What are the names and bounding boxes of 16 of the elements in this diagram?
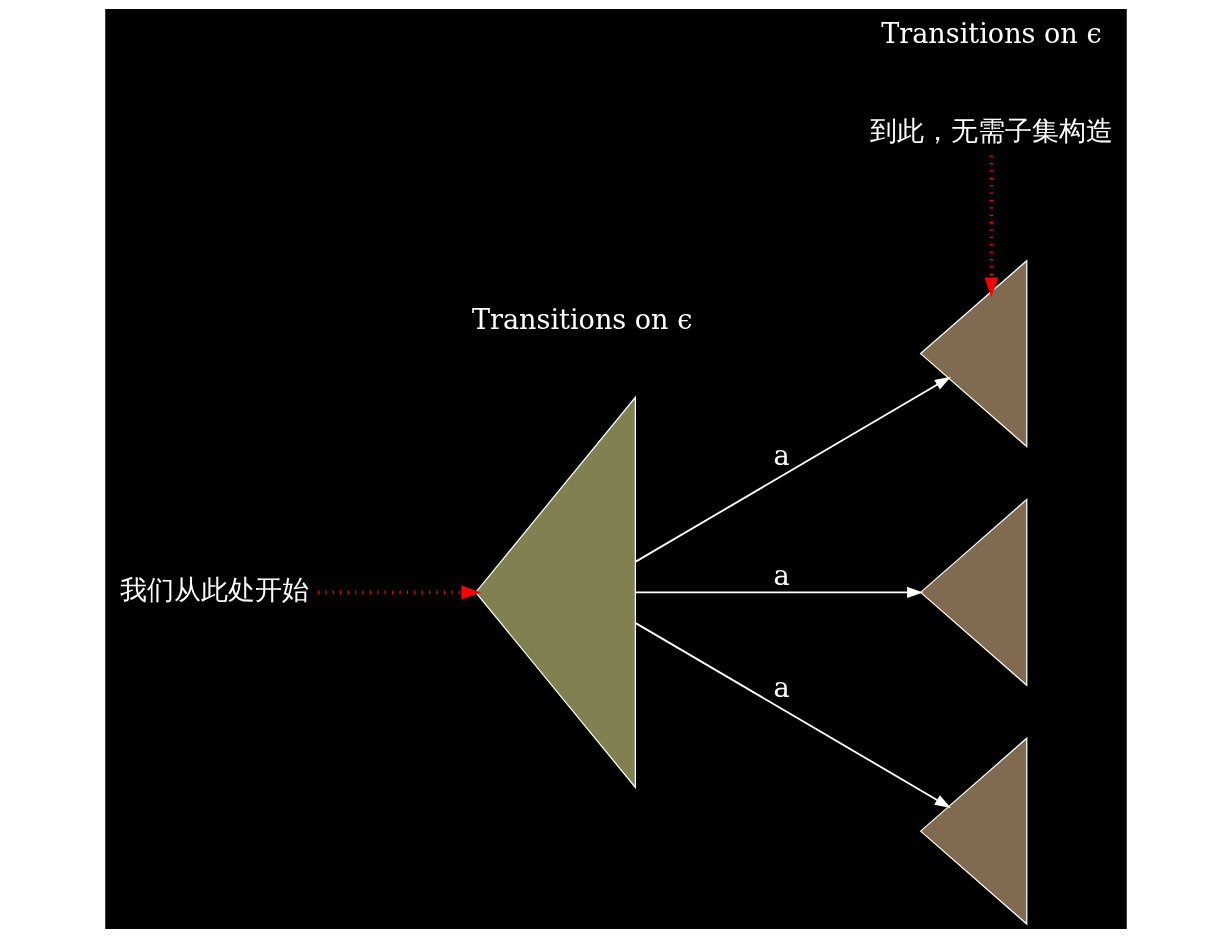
node-triangle xyxy=(919,497,1028,687)
node-text: 到此，无需子集构造 xyxy=(869,114,1113,146)
label: Transitions on ϵ xyxy=(881,17,1102,49)
node-triangle xyxy=(919,258,1028,448)
label: Transitions on ϵ xyxy=(471,303,693,335)
edge-label: a xyxy=(773,559,790,591)
node-triangle xyxy=(919,736,1028,925)
node-text: 我们从此处开始 xyxy=(119,573,309,605)
arrow xyxy=(984,155,999,297)
edge-label: a xyxy=(773,439,790,471)
arrow xyxy=(634,586,924,598)
node-triangle xyxy=(474,395,636,789)
arrow xyxy=(634,621,951,808)
arrow xyxy=(318,585,481,599)
edge-label: a xyxy=(773,671,790,703)
arrow xyxy=(634,376,951,563)
